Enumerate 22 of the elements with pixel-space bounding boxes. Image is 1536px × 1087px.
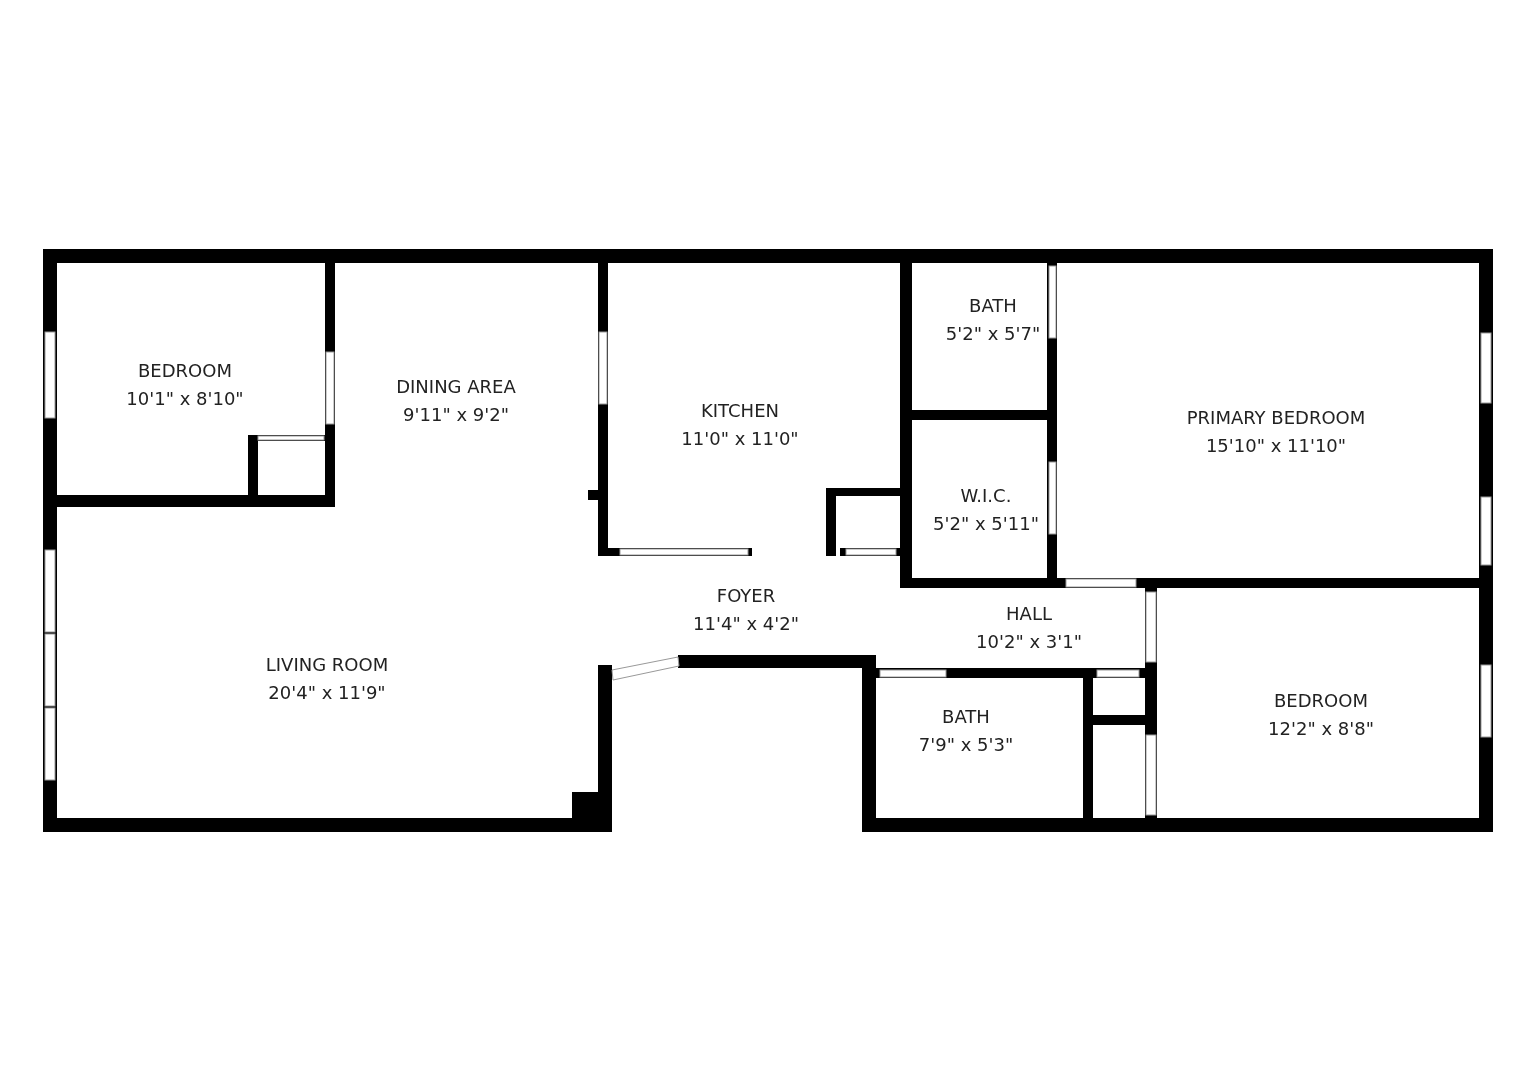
room-name: W.I.C. — [960, 484, 1012, 508]
room-name: LIVING ROOM — [265, 653, 389, 677]
room-name: PRIMARY BEDROOM — [1186, 406, 1366, 430]
room-dimensions: 20'4" x 11'9" — [268, 681, 386, 705]
room-dimensions: 7'9" x 5'3" — [918, 733, 1014, 757]
room-name: DINING AREA — [396, 375, 516, 399]
room-dimensions: 11'4" x 4'2" — [693, 612, 799, 636]
room-name: BATH — [969, 294, 1017, 318]
room-dimensions: 5'2" x 5'7" — [945, 322, 1041, 346]
room-name: BATH — [942, 705, 990, 729]
room-name: BEDROOM — [138, 359, 232, 383]
room-name: BEDROOM — [1274, 689, 1368, 713]
room-dimensions: 12'2" x 8'8" — [1268, 717, 1374, 741]
room-dimensions: 5'2" x 5'11" — [933, 512, 1039, 536]
room-name: FOYER — [716, 584, 776, 608]
room-dimensions: 15'10" x 11'10" — [1205, 434, 1347, 458]
room-dimensions: 9'11" x 9'2" — [403, 403, 509, 427]
room-dimensions: 11'0" x 11'0" — [681, 427, 799, 451]
room-dimensions: 10'1" x 8'10" — [126, 387, 244, 411]
room-name: KITCHEN — [701, 399, 779, 423]
room-dimensions: 10'2" x 3'1" — [976, 630, 1082, 654]
room-name: HALL — [1006, 602, 1052, 626]
